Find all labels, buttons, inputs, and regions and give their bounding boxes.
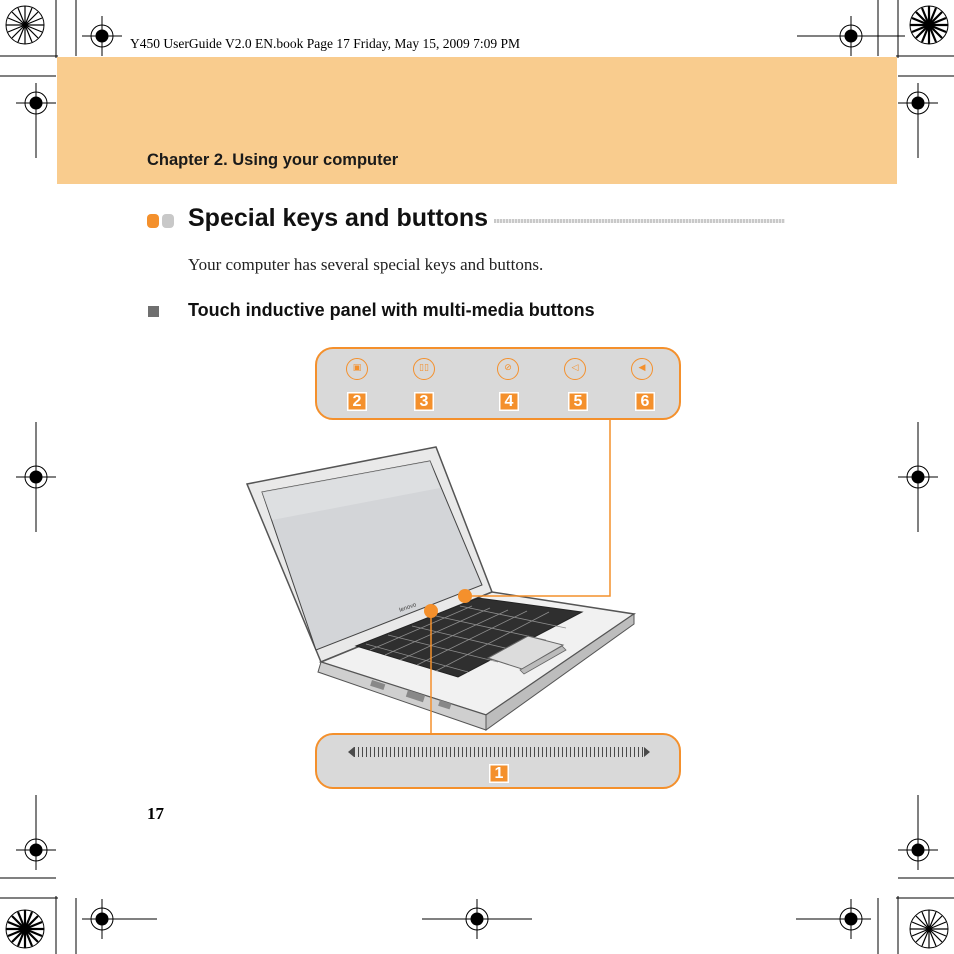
bullet-square [148,306,159,317]
laptop-illustration: lenovo [245,446,636,731]
slider-right-cap [644,747,650,757]
registration-marks [16,16,938,939]
mute-icon: ⊘ [497,358,519,380]
callout-number-1: 1 [489,764,509,783]
display-switch-icon: ▣ [346,358,368,380]
page-number: 17 [147,804,164,823]
callout-number-3: 3 [414,392,434,411]
subsection-title: Touch inductive panel with multi-media b… [188,300,595,320]
volume-up-icon: ◀ [631,358,653,380]
print-header: Y450 UserGuide V2.0 EN.book Page 17 Frid… [130,36,520,51]
multimedia-buttons-panel: ▣ 2 ▯▯ 3 ⊘ 4 ◁ 5 ◀ 6 [315,347,681,420]
play-pause-icon: ▯▯ [413,358,435,380]
callout-number-5: 5 [568,392,588,411]
section-rule [494,219,785,223]
chapter-band [57,57,897,184]
star-targets [5,5,949,949]
callout-lines [430,420,611,733]
callout-dot-top [458,589,472,603]
callout-dot-bottom [424,604,438,618]
touch-slider-panel: 1 [315,733,681,789]
volume-down-icon: ◁ [564,358,586,380]
section-marker-dot-orange [147,214,159,228]
section-marker-dot-gray [162,214,174,228]
slider-left-cap [348,747,354,757]
svg-text:lenovo: lenovo [399,602,418,614]
section-intro: Your computer has several special keys a… [188,255,544,274]
callout-number-4: 4 [499,392,519,411]
section-marker [147,214,177,232]
touch-slider-icon [354,747,644,757]
section-title: Special keys and buttons [188,204,489,232]
callout-number-6: 6 [635,392,655,411]
callout-number-2: 2 [347,392,367,411]
chapter-title: Chapter 2. Using your computer [147,151,399,169]
